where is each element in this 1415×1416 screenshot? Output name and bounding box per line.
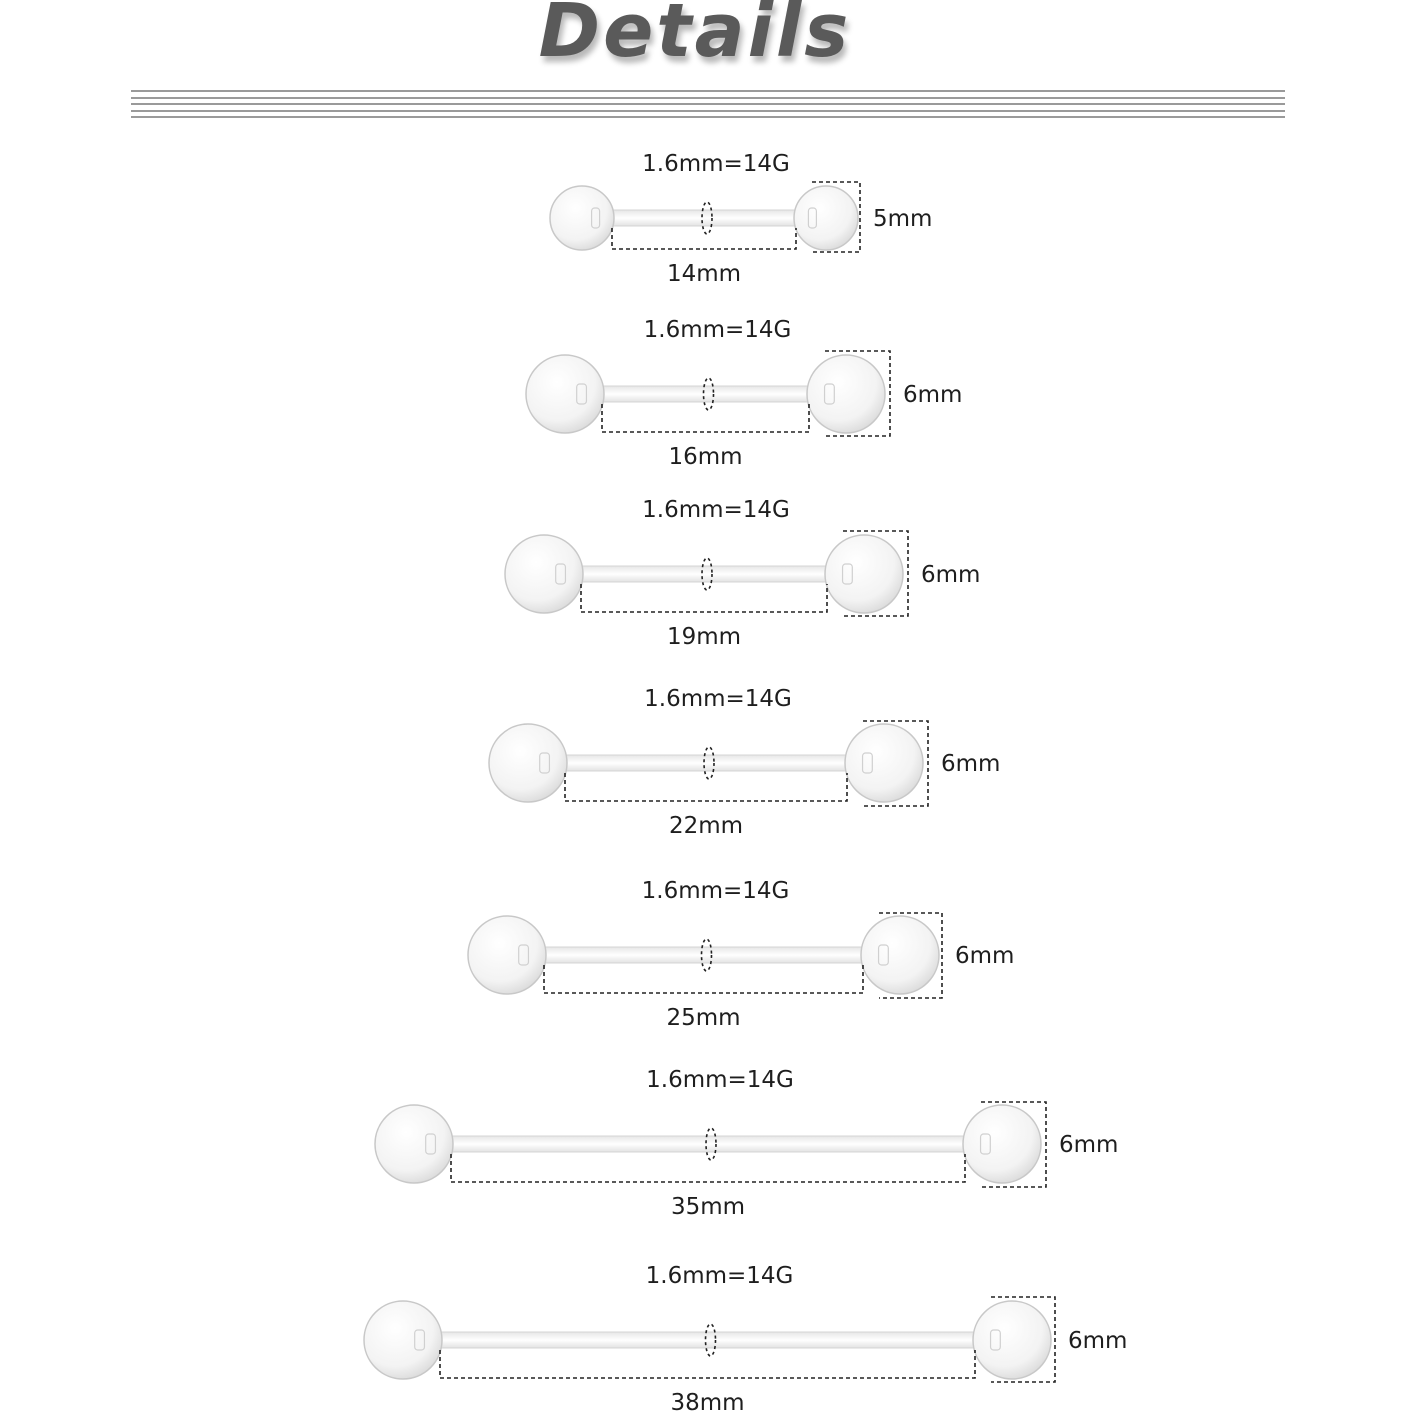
ball-bracket — [825, 350, 891, 437]
length-label: 38mm — [670, 1390, 745, 1416]
barbell-bar — [562, 754, 850, 772]
gauge-label: 1.6mm=14G — [641, 878, 790, 904]
ball-bracket — [843, 530, 909, 617]
length-label: 35mm — [670, 1194, 746, 1220]
ball-left — [374, 1104, 454, 1184]
ball-socket — [979, 1133, 991, 1155]
ball-right — [860, 915, 940, 995]
ball-bracket — [812, 181, 861, 253]
gauge-marker — [703, 746, 715, 780]
length-bracket — [543, 965, 864, 994]
gauge-label: 1.6mm=14G — [645, 1263, 794, 1289]
ball-socket — [555, 563, 567, 585]
length-bracket — [564, 773, 848, 802]
ball-socket — [861, 752, 873, 774]
ball-right — [806, 354, 886, 434]
ball-left — [467, 915, 547, 995]
gauge-label: 1.6mm=14G — [643, 317, 792, 343]
ball-socket — [590, 207, 601, 229]
gauge-marker — [704, 1323, 717, 1357]
barbell-bar — [578, 565, 830, 583]
ball-left — [363, 1300, 443, 1380]
gauge-marker — [702, 377, 715, 411]
ball-left — [504, 534, 584, 614]
ball-size-label: 6mm — [941, 751, 1001, 777]
ball-socket — [823, 383, 835, 405]
ball-socket — [414, 1329, 426, 1351]
ball-left — [549, 185, 615, 251]
ball-size-label: 6mm — [1059, 1132, 1119, 1158]
length-label: 19mm — [666, 624, 742, 650]
ball-socket — [576, 383, 588, 405]
ball-bracket — [991, 1296, 1056, 1383]
length-label: 22mm — [668, 813, 744, 839]
ball-size-label: 6mm — [921, 562, 981, 588]
ball-right — [962, 1104, 1042, 1184]
length-bracket — [580, 584, 828, 613]
ball-right — [972, 1300, 1052, 1380]
length-bracket — [439, 1350, 976, 1379]
ball-socket — [518, 944, 530, 966]
ball-socket — [841, 563, 853, 585]
ball-socket — [877, 944, 889, 966]
length-bracket — [611, 228, 797, 250]
barbell-bar — [437, 1331, 978, 1349]
page-title: Details — [538, 0, 852, 74]
gauge-marker — [705, 1127, 717, 1161]
ball-socket — [989, 1329, 1001, 1351]
ball-left — [488, 723, 568, 803]
barbell-bar — [599, 385, 812, 403]
length-label: 14mm — [666, 261, 742, 287]
ball-bracket — [863, 720, 929, 807]
ball-size-label: 5mm — [873, 206, 933, 232]
ball-socket — [539, 752, 551, 774]
title-divider — [131, 88, 1285, 120]
ball-bracket — [879, 912, 943, 999]
ball-size-label: 6mm — [903, 382, 963, 408]
ball-bracket — [981, 1101, 1047, 1188]
barbell-bar — [609, 209, 799, 227]
ball-left — [525, 354, 605, 434]
length-bracket — [450, 1154, 966, 1183]
length-label: 25mm — [666, 1005, 741, 1031]
gauge-marker — [701, 557, 713, 591]
ball-socket — [807, 207, 818, 229]
gauge-marker — [700, 938, 713, 972]
gauge-marker — [701, 201, 713, 235]
ball-socket — [425, 1133, 437, 1155]
gauge-label: 1.6mm=14G — [646, 1067, 794, 1093]
gauge-label: 1.6mm=14G — [642, 151, 790, 177]
ball-right — [844, 723, 924, 803]
ball-right — [824, 534, 904, 614]
barbell-bar — [448, 1135, 968, 1153]
gauge-label: 1.6mm=14G — [642, 497, 790, 523]
ball-size-label: 6mm — [1068, 1328, 1128, 1354]
ball-right — [793, 185, 859, 251]
ball-size-label: 6mm — [955, 943, 1015, 969]
length-bracket — [601, 404, 810, 433]
length-label: 16mm — [668, 444, 743, 470]
gauge-label: 1.6mm=14G — [644, 686, 792, 712]
barbell-bar — [541, 946, 866, 964]
